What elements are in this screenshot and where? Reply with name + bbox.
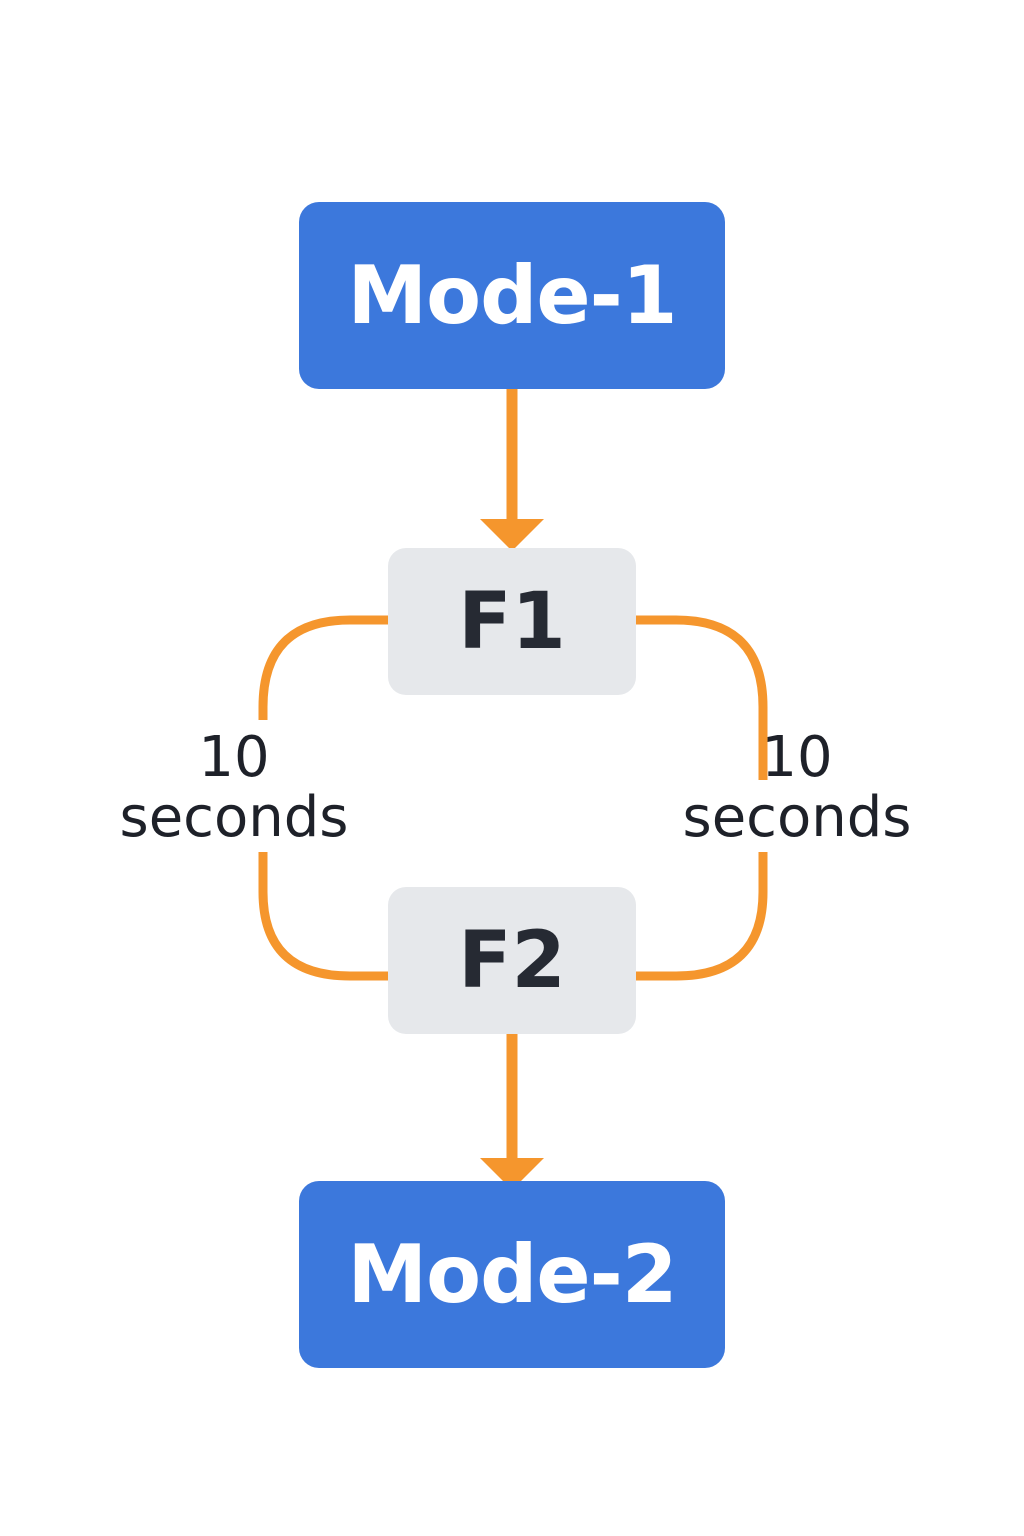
- f1-box: F1: [388, 548, 636, 695]
- left-duration-label: 10 seconds: [104, 728, 364, 848]
- mode-1-box: Mode-1: [299, 202, 725, 389]
- mode-1-label: Mode-1: [347, 249, 678, 342]
- f1-label: F1: [458, 576, 566, 667]
- left-duration-unit: seconds: [119, 785, 349, 850]
- arrowhead-to-mode2: [480, 1158, 544, 1190]
- right-duration-label: 10 seconds: [667, 728, 927, 848]
- f2-label: F2: [458, 915, 566, 1006]
- mode-2-box: Mode-2: [299, 1181, 725, 1368]
- loop-left-upper: [258, 615, 388, 720]
- loop-right-upper: [636, 615, 768, 780]
- left-duration-value: 10: [198, 725, 270, 790]
- right-duration-value: 10: [761, 725, 833, 790]
- mode-2-label: Mode-2: [347, 1228, 678, 1321]
- loop-left-lower: [258, 852, 388, 981]
- loop-right-lower: [636, 852, 768, 981]
- arrowhead-to-f1: [480, 519, 544, 551]
- f2-box: F2: [388, 887, 636, 1034]
- right-duration-unit: seconds: [682, 785, 912, 850]
